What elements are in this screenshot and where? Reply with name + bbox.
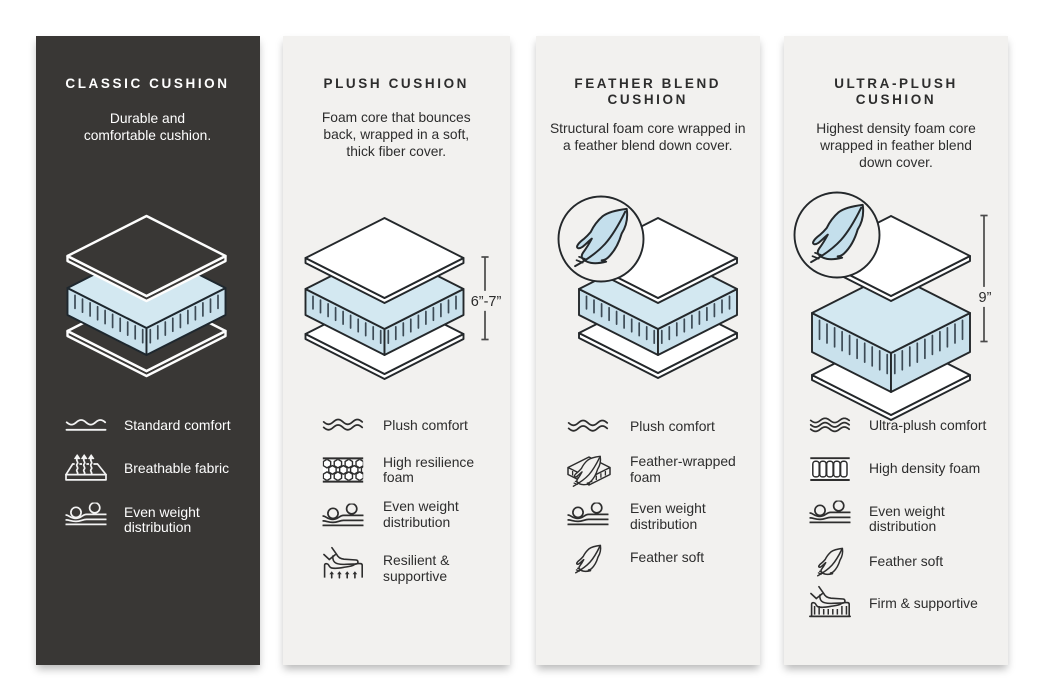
svg-text:6”-7”: 6”-7”	[471, 294, 502, 310]
svg-text:9”: 9”	[979, 290, 992, 306]
